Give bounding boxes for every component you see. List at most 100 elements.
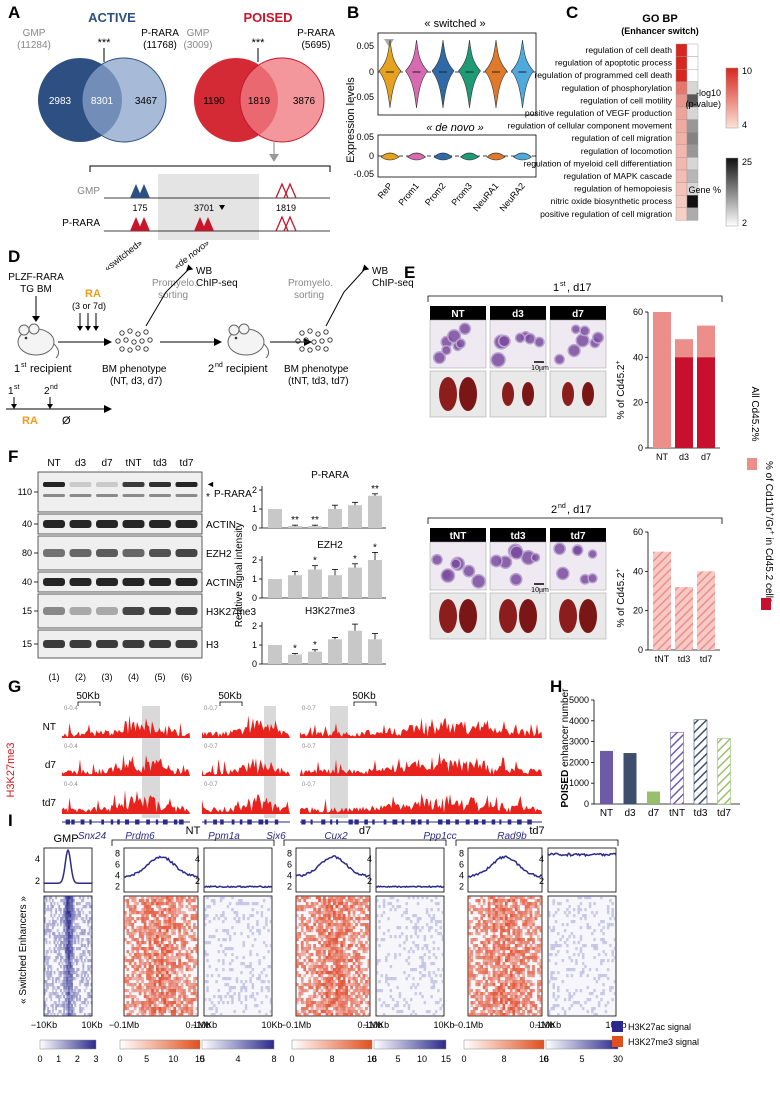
i-heat-cell	[296, 914, 299, 918]
i-heat-cell	[522, 926, 525, 930]
i-heat-cell	[308, 1010, 311, 1014]
i-heat-cell	[360, 896, 363, 900]
i-heat-cell	[428, 974, 431, 978]
i-heat-cell	[267, 950, 270, 954]
i-heat-cell	[472, 992, 476, 996]
i-heat-cell	[240, 932, 243, 936]
i-heat-cell	[180, 923, 184, 927]
i-heat-cell	[597, 977, 601, 981]
i-heat-cell	[168, 896, 172, 900]
i-heat-cell	[514, 971, 518, 975]
cell-nucleus-icon	[471, 574, 486, 589]
i-heat-cell	[434, 896, 438, 900]
i-heat-cell	[298, 986, 302, 990]
i-heat-cell	[579, 917, 583, 921]
go-gene-cell	[686, 144, 699, 158]
i-heat-cell	[260, 911, 264, 915]
i-heat-cell	[591, 1010, 594, 1014]
i-heat-cell	[512, 1010, 516, 1014]
i-heat-cell	[318, 908, 321, 912]
i-heat-cell	[183, 1007, 186, 1011]
blot-band	[175, 640, 198, 648]
active-left-name: GMP	[23, 28, 46, 39]
i-heat-cell	[138, 947, 142, 951]
i-heat-cell	[310, 986, 314, 990]
i-heat-cell	[77, 992, 80, 996]
poised-n-right: 3876	[293, 96, 316, 107]
i-heat-cell	[405, 917, 408, 921]
i-heat-cell	[342, 986, 346, 990]
i-heat-cell	[345, 953, 348, 957]
i-heat-cell	[495, 1007, 498, 1011]
i-heat-cell	[66, 1004, 69, 1008]
i-heat-cell	[178, 953, 181, 957]
i-heat-cell	[165, 953, 169, 957]
i-heat-cell	[74, 938, 77, 942]
i-heat-cell	[161, 989, 164, 993]
i-heat-cell	[485, 944, 488, 948]
i-heat-cell	[512, 896, 516, 900]
i-heat-cell	[170, 983, 174, 987]
i-heat-cell	[55, 989, 57, 993]
i-heat-cell	[572, 935, 576, 939]
i-heat-cell	[340, 944, 344, 948]
i-heat-cell	[68, 959, 70, 963]
i-heat-cell	[350, 908, 353, 912]
i-heat-cell	[509, 1010, 513, 1014]
i-heat-cell	[193, 896, 196, 900]
i-heat-cell	[163, 1010, 167, 1014]
i-heat-cell	[188, 986, 191, 990]
i-heat-cell	[64, 896, 67, 900]
i-heat-cell	[391, 977, 395, 981]
panel-c: C GO BP (Enhancer switch) regulation of …	[508, 3, 752, 228]
i-heat-cell	[71, 920, 73, 924]
i-heat-cell	[355, 956, 358, 960]
i-heat-cell	[423, 1001, 427, 1005]
i-heat-cell	[305, 902, 309, 906]
g-range-label: 0-0.7	[204, 706, 218, 712]
i-heat-cell	[63, 941, 65, 945]
i-heat-cell	[529, 1010, 533, 1014]
i-heat-cell	[428, 1010, 431, 1014]
i-heat-cell	[296, 959, 299, 963]
e-top-title-rest: , d17	[567, 282, 591, 294]
i-heat-cell	[514, 938, 518, 942]
i-heat-cell	[126, 920, 130, 924]
i-heat-cell	[133, 968, 137, 972]
i-heat-cell	[482, 1001, 486, 1005]
i-heat-cell	[124, 911, 127, 915]
i-heat-cell	[48, 992, 51, 996]
i-heat-cell	[357, 1007, 361, 1011]
i-heat-cell	[47, 1007, 49, 1011]
i-heat-cell	[333, 935, 336, 939]
i-heat-cell	[389, 908, 393, 912]
i-heat-cell	[61, 947, 64, 951]
i-heat-cell	[352, 896, 356, 900]
i-heat-cell	[47, 923, 49, 927]
i-heat-cell	[609, 917, 612, 921]
h-y-tick-label: 5000	[569, 695, 589, 705]
i-heat-cell	[539, 998, 543, 1002]
violin-marker-icon	[384, 39, 394, 47]
i-heat-cell	[557, 908, 560, 912]
i-heat-cell	[296, 905, 299, 909]
i-heat-cell	[251, 986, 255, 990]
i-heat-cell	[468, 989, 471, 993]
blot-band	[43, 520, 65, 528]
i-heat-cell	[305, 950, 309, 954]
i-heat-cell	[345, 899, 348, 903]
i-heat-cell	[591, 944, 594, 948]
i-heat-cell	[519, 1007, 523, 1011]
i-heat-cell	[44, 896, 46, 900]
i-heat-cell	[213, 1013, 216, 1017]
i-heat-cell	[517, 974, 520, 978]
i-heat-cell	[165, 899, 169, 903]
i-heat-cell	[347, 917, 351, 921]
i-heat-cell	[156, 980, 159, 984]
g-range-label: 0-0.7	[204, 782, 218, 788]
i-heat-cell	[584, 965, 587, 969]
i-heat-cell	[249, 953, 252, 957]
go-legend-p-label2: (p-value)	[685, 99, 721, 109]
i-heat-cell	[173, 989, 176, 993]
i-heat-cell	[138, 911, 142, 915]
